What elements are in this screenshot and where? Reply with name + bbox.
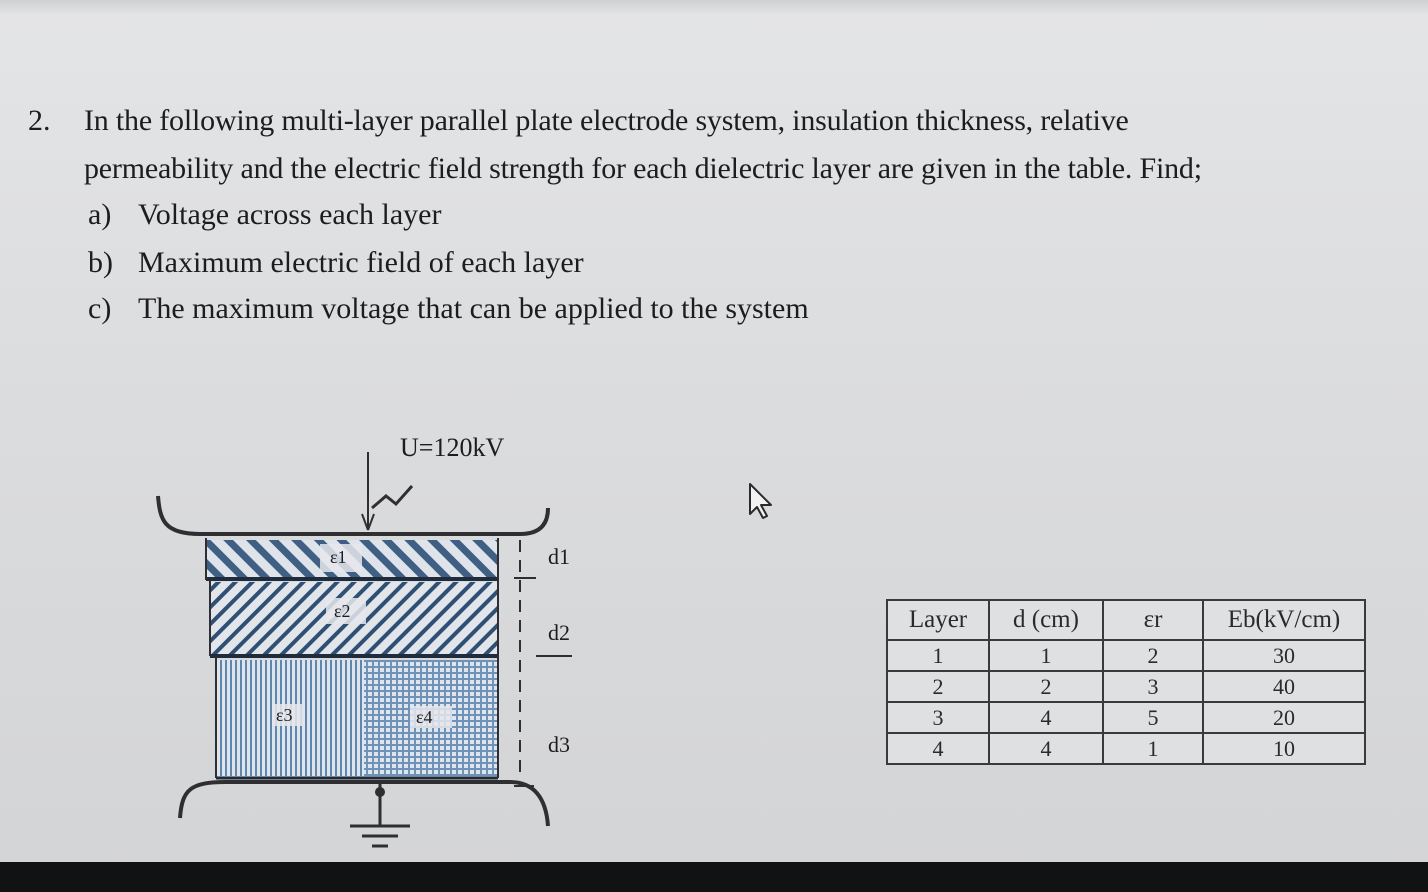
part-a-text: Voltage across each layer [138, 198, 442, 231]
part-b-tag: b) [88, 246, 113, 279]
voltage-label: U=120kV [400, 433, 504, 462]
part-c: c) The maximum voltage that can be applie… [88, 292, 809, 326]
source-symbol [371, 485, 414, 510]
epsilon-3-label: ε3 [276, 705, 293, 725]
table-row: 2 2 3 40 [886, 670, 1366, 703]
mouse-cursor-icon [749, 483, 772, 519]
previous-content-edge [0, 0, 1428, 14]
header-breakdown-field: Eb(kV/cm) [1202, 599, 1366, 641]
cell-layer: 1 [886, 639, 990, 672]
cell-layer: 2 [886, 670, 990, 703]
header-thickness: d (cm) [988, 599, 1104, 641]
cell-permittivity: 2 [1102, 639, 1204, 672]
cell-layer: 3 [886, 701, 990, 734]
question-line-1: In the following multi-layer parallel pl… [84, 104, 1129, 137]
question-number: 2. [28, 104, 51, 137]
cell-layer: 4 [886, 732, 990, 765]
cell-permittivity: 5 [1102, 701, 1204, 734]
part-a-tag: a) [88, 198, 112, 231]
layer-properties-table: Layer d (cm) εr Eb(kV/cm) 1 1 2 30 2 2 3… [886, 599, 1366, 765]
cell-permittivity: 3 [1102, 670, 1204, 703]
header-permittivity: εr [1102, 599, 1204, 641]
cell-thickness: 4 [988, 732, 1104, 765]
d2-label: d2 [548, 620, 570, 645]
top-electrode [156, 495, 550, 536]
part-a: a) Voltage across each layer [88, 198, 441, 232]
header-layer: Layer [886, 599, 990, 641]
cell-permittivity: 1 [1102, 732, 1204, 765]
table-row: 1 1 2 30 [886, 639, 1366, 672]
d1-label: d1 [548, 544, 570, 569]
cell-breakdown-field: 20 [1202, 701, 1366, 734]
cell-thickness: 4 [988, 701, 1104, 734]
part-b: b) Maximum electric field of each layer [88, 246, 584, 280]
cell-breakdown-field: 30 [1202, 639, 1366, 672]
cell-thickness: 1 [988, 639, 1104, 672]
part-b-text: Maximum electric field of each layer [138, 246, 584, 279]
cell-breakdown-field: 10 [1202, 732, 1366, 765]
table-row: 3 4 5 20 [886, 701, 1366, 734]
screen-bezel [0, 862, 1428, 892]
part-c-tag: c) [88, 292, 112, 325]
epsilon-2-label: ε2 [334, 601, 351, 621]
question-line-2: permeability and the electric field stre… [84, 152, 1202, 185]
epsilon-1-label: ε1 [330, 547, 347, 567]
part-c-text: The maximum voltage that can be applied … [138, 292, 809, 325]
cell-breakdown-field: 40 [1202, 670, 1366, 703]
bottom-electrode [178, 780, 550, 827]
d3-label: d3 [548, 732, 570, 757]
epsilon-4-label: ε4 [416, 707, 433, 727]
table-header-row: Layer d (cm) εr Eb(kV/cm) [886, 599, 1366, 641]
cell-thickness: 2 [988, 670, 1104, 703]
table-row: 4 4 1 10 [886, 732, 1366, 765]
